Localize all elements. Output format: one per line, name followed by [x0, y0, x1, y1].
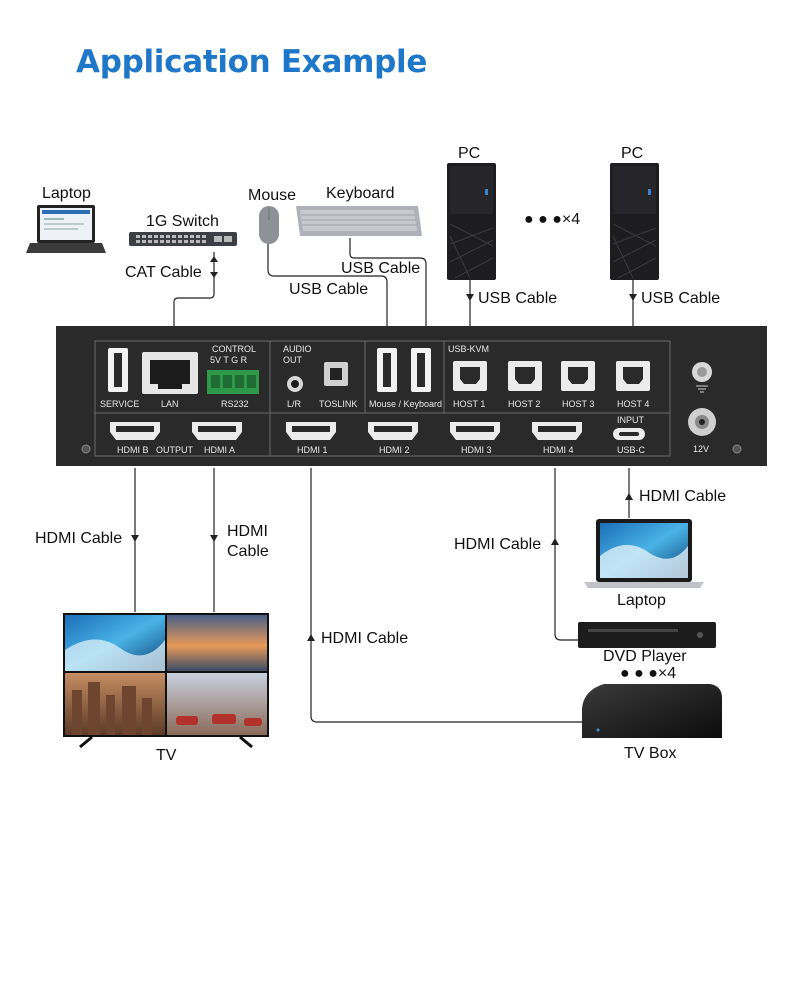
output-label: OUTPUT — [156, 445, 194, 455]
audio-out-label-2: OUT — [283, 355, 303, 365]
arrow-hdmi-a-down — [210, 535, 218, 542]
keyboard-cable-line — [349, 238, 427, 336]
mouse-keyboard-label: Mouse / Keyboard — [369, 399, 442, 409]
hdmi3-label: HDMI 3 — [461, 445, 492, 455]
usbc-label: USB-C — [617, 445, 646, 455]
control-label: CONTROL — [212, 344, 256, 354]
host2-label: HOST 2 — [508, 399, 540, 409]
arrow-pc2-down — [629, 294, 637, 301]
screw-left — [81, 444, 91, 454]
rs232-label: RS232 — [221, 399, 249, 409]
dvd-player-device — [578, 622, 716, 648]
mouse-cable-line — [267, 240, 388, 336]
kvm-panel: SERVICE LAN CONTROL 5V T G R RS232 AUDIO… — [56, 326, 767, 466]
cable-arrows — [131, 256, 637, 641]
tv-label: TV — [156, 747, 177, 764]
hdmi-cable-b-label: HDMI Cable — [35, 530, 122, 547]
lr-label: L/R — [287, 399, 302, 409]
host1-label: HOST 1 — [453, 399, 485, 409]
cat-cable-line — [173, 252, 215, 336]
usb-cable-pc2-label: USB Cable — [641, 290, 720, 307]
mouse-label: Mouse — [248, 187, 296, 204]
keyboard-device — [296, 206, 422, 236]
hdmi-cable-4-label: HDMI Cable — [454, 536, 541, 553]
hdmi-cable-a-label-2: Cable — [227, 543, 269, 560]
hdmi1-label: HDMI 1 — [297, 445, 328, 455]
hdmi-cable-usbc-label: HDMI Cable — [639, 488, 726, 505]
arrow-cat-up — [210, 256, 218, 262]
laptop-bottom-base — [584, 582, 704, 588]
laptop-bottom — [584, 519, 704, 588]
service-port-label: SERVICE — [100, 399, 139, 409]
hdmi4-label: HDMI 4 — [543, 445, 574, 455]
arrow-hdmi1-up — [307, 634, 315, 641]
hdmi4-cable-line — [554, 468, 578, 641]
cat-cable-label: CAT Cable — [125, 264, 202, 281]
tv-device — [63, 613, 269, 749]
usb-cable-mouse-label: USB Cable — [289, 281, 368, 298]
hdmi-a-label: HDMI A — [204, 445, 235, 455]
arrow-cat-down — [210, 272, 218, 278]
toslink-label: TOSLINK — [319, 399, 357, 409]
laptop-bottom-label: Laptop — [617, 592, 666, 609]
page-title: Application Example — [76, 44, 428, 80]
hdmi-b-label: HDMI B — [117, 445, 149, 455]
tv-stand — [79, 735, 253, 749]
arrow-hdmi-b-down — [131, 535, 139, 542]
arrow-usbc-up — [625, 493, 633, 500]
hdmi-cable-a-label-1: HDMI — [227, 523, 268, 540]
keyboard-label: Keyboard — [326, 185, 395, 202]
arrow-pc1-down — [466, 294, 474, 301]
pc-right — [610, 163, 659, 280]
panel-inner-frame — [94, 340, 671, 457]
host4-label: HOST 4 — [617, 399, 649, 409]
pc-multiplier-label: ● ● ●×4 — [524, 211, 580, 228]
pc-right-label: PC — [621, 145, 643, 162]
switch-label: 1G Switch — [146, 213, 219, 230]
power-label: 12V — [693, 444, 709, 454]
host3-label: HOST 3 — [562, 399, 594, 409]
usb-cable-pc1-label: USB Cable — [478, 290, 557, 307]
pc-left-label: PC — [458, 145, 480, 162]
usb-kvm-label: USB-KVM — [448, 344, 489, 354]
laptop-top — [26, 205, 106, 253]
mouse-device — [259, 206, 279, 244]
laptop-top-base — [26, 243, 106, 253]
switch-device — [129, 232, 237, 246]
laptop-top-label: Laptop — [42, 185, 91, 202]
hdmi2-label: HDMI 2 — [379, 445, 410, 455]
host-ports — [453, 361, 650, 391]
input-label: INPUT — [617, 415, 645, 425]
switch-ports — [136, 235, 232, 243]
usb-cable-keyboard-label: USB Cable — [341, 260, 420, 277]
pc-left — [447, 163, 496, 280]
source-multiplier-label: ● ● ●×4 — [620, 665, 676, 682]
dvd-player-label: DVD Player — [603, 648, 687, 665]
lan-port-label: LAN — [161, 399, 179, 409]
hdmi1-cable-line — [310, 468, 585, 723]
arrow-hdmi4-up — [551, 538, 559, 545]
hdmi-cable-1-label: HDMI Cable — [321, 630, 408, 647]
audio-out-label-1: AUDIO — [283, 344, 312, 354]
screw-right — [732, 444, 742, 454]
control-pins-label: 5V T G R — [210, 355, 248, 365]
tv-box-label: TV Box — [624, 745, 676, 762]
tv-screen-sunset — [167, 615, 267, 671]
tv-box-device — [582, 684, 722, 738]
